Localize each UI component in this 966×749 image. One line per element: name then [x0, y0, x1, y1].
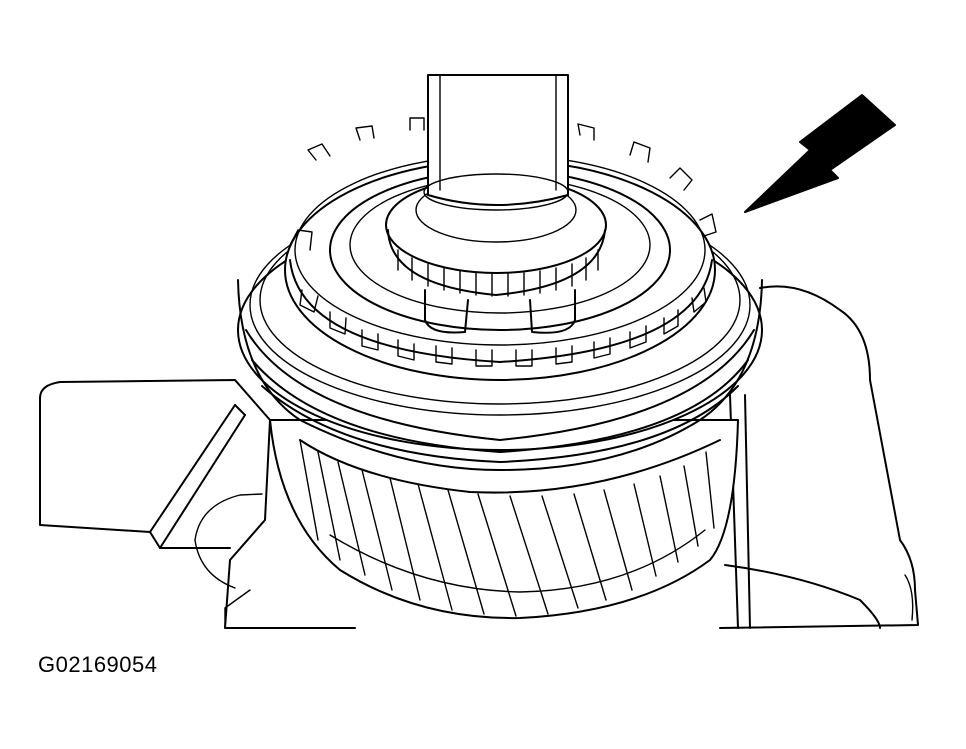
figure-id-label: G02169054	[38, 652, 158, 677]
output-shaft	[423, 74, 569, 211]
splined-collar	[385, 176, 607, 297]
helical-gear	[269, 419, 739, 620]
arrow-icon	[744, 94, 896, 213]
